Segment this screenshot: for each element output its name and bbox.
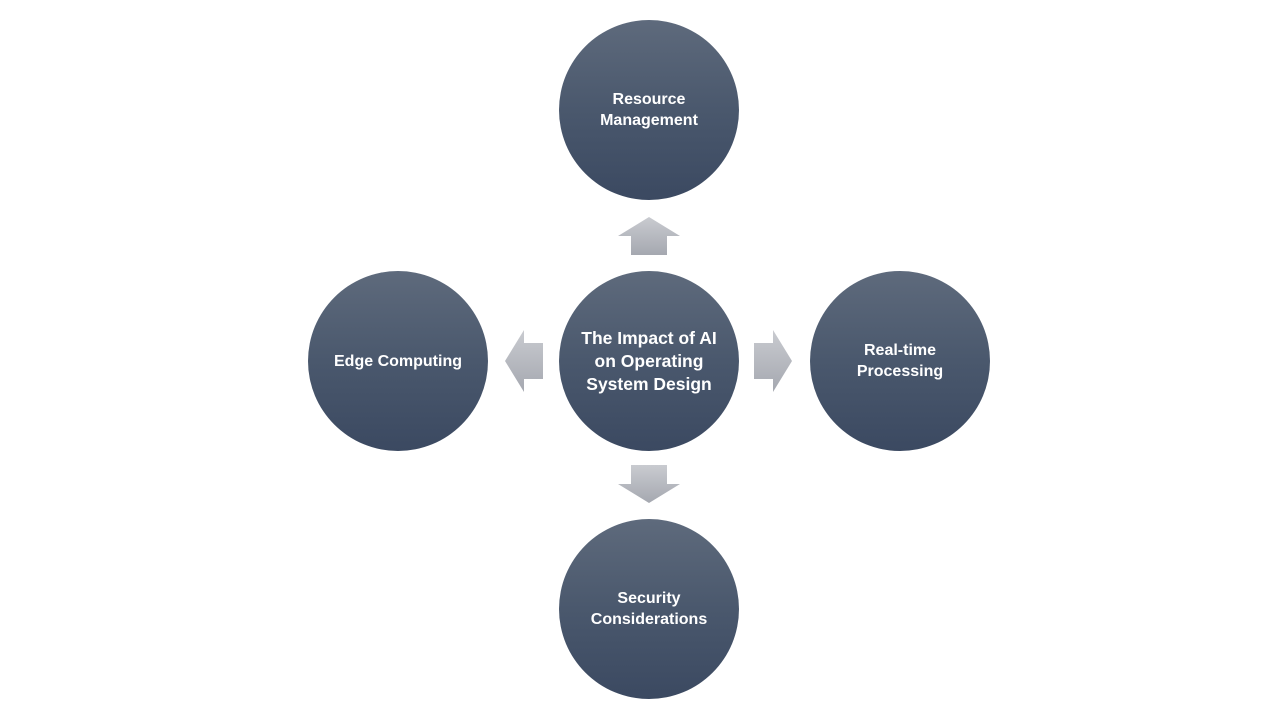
node-label: Edge Computing (334, 352, 462, 370)
node-label: Security Considerations (590, 590, 708, 628)
node-real-time-processing: Real-time Processing (810, 271, 990, 451)
node-security-considerations: Security Considerations (559, 519, 739, 699)
node-resource-management: Resource Management (559, 20, 739, 200)
node-edge-computing: Edge Computing (308, 271, 488, 451)
arrow-right-icon (754, 330, 792, 392)
node-label: Resource Management (600, 91, 698, 129)
node-label: Real-time Processing (856, 342, 944, 380)
arrow-down-icon (618, 465, 680, 503)
arrow-up-icon (618, 217, 680, 255)
center-label: The Impact of AI on Operating System Des… (581, 327, 717, 394)
arrow-left-icon (505, 330, 543, 392)
node-center-topic: The Impact of AI on Operating System Des… (559, 271, 739, 451)
